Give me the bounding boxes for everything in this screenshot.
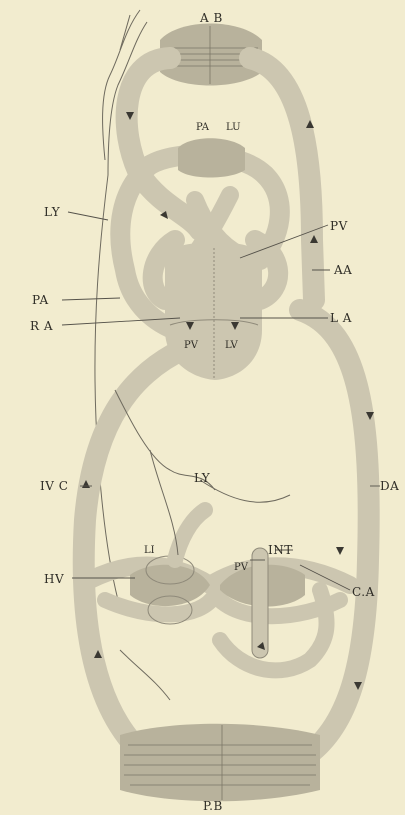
label-ca: C.A	[352, 585, 375, 599]
label-ly-lower: LY	[194, 471, 211, 485]
label-pa-top: PA	[196, 122, 210, 133]
label-la: L A	[330, 311, 352, 325]
label-li: LI	[144, 545, 155, 556]
label-lv: LV	[225, 340, 238, 351]
label-ab: A B	[199, 11, 223, 25]
label-pa: PA	[32, 293, 49, 307]
label-rv: PV	[184, 340, 199, 351]
body-capillary-bed	[120, 724, 320, 802]
label-pb: P.B	[203, 799, 223, 813]
label-pv-lower: PV	[234, 562, 249, 573]
label-da: DA	[380, 479, 399, 493]
label-lu: LU	[226, 122, 241, 133]
arrow-11	[336, 547, 344, 555]
label-aa: AA	[333, 263, 352, 277]
label-int: INT	[268, 543, 293, 557]
label-ra: R A	[30, 319, 53, 333]
label-ly-upper: LY	[44, 205, 61, 219]
label-ivc: IV C	[40, 479, 68, 493]
label-pv-upper: PV	[330, 219, 348, 233]
abdominal-circuit	[90, 510, 350, 670]
label-hv: HV	[44, 572, 64, 586]
